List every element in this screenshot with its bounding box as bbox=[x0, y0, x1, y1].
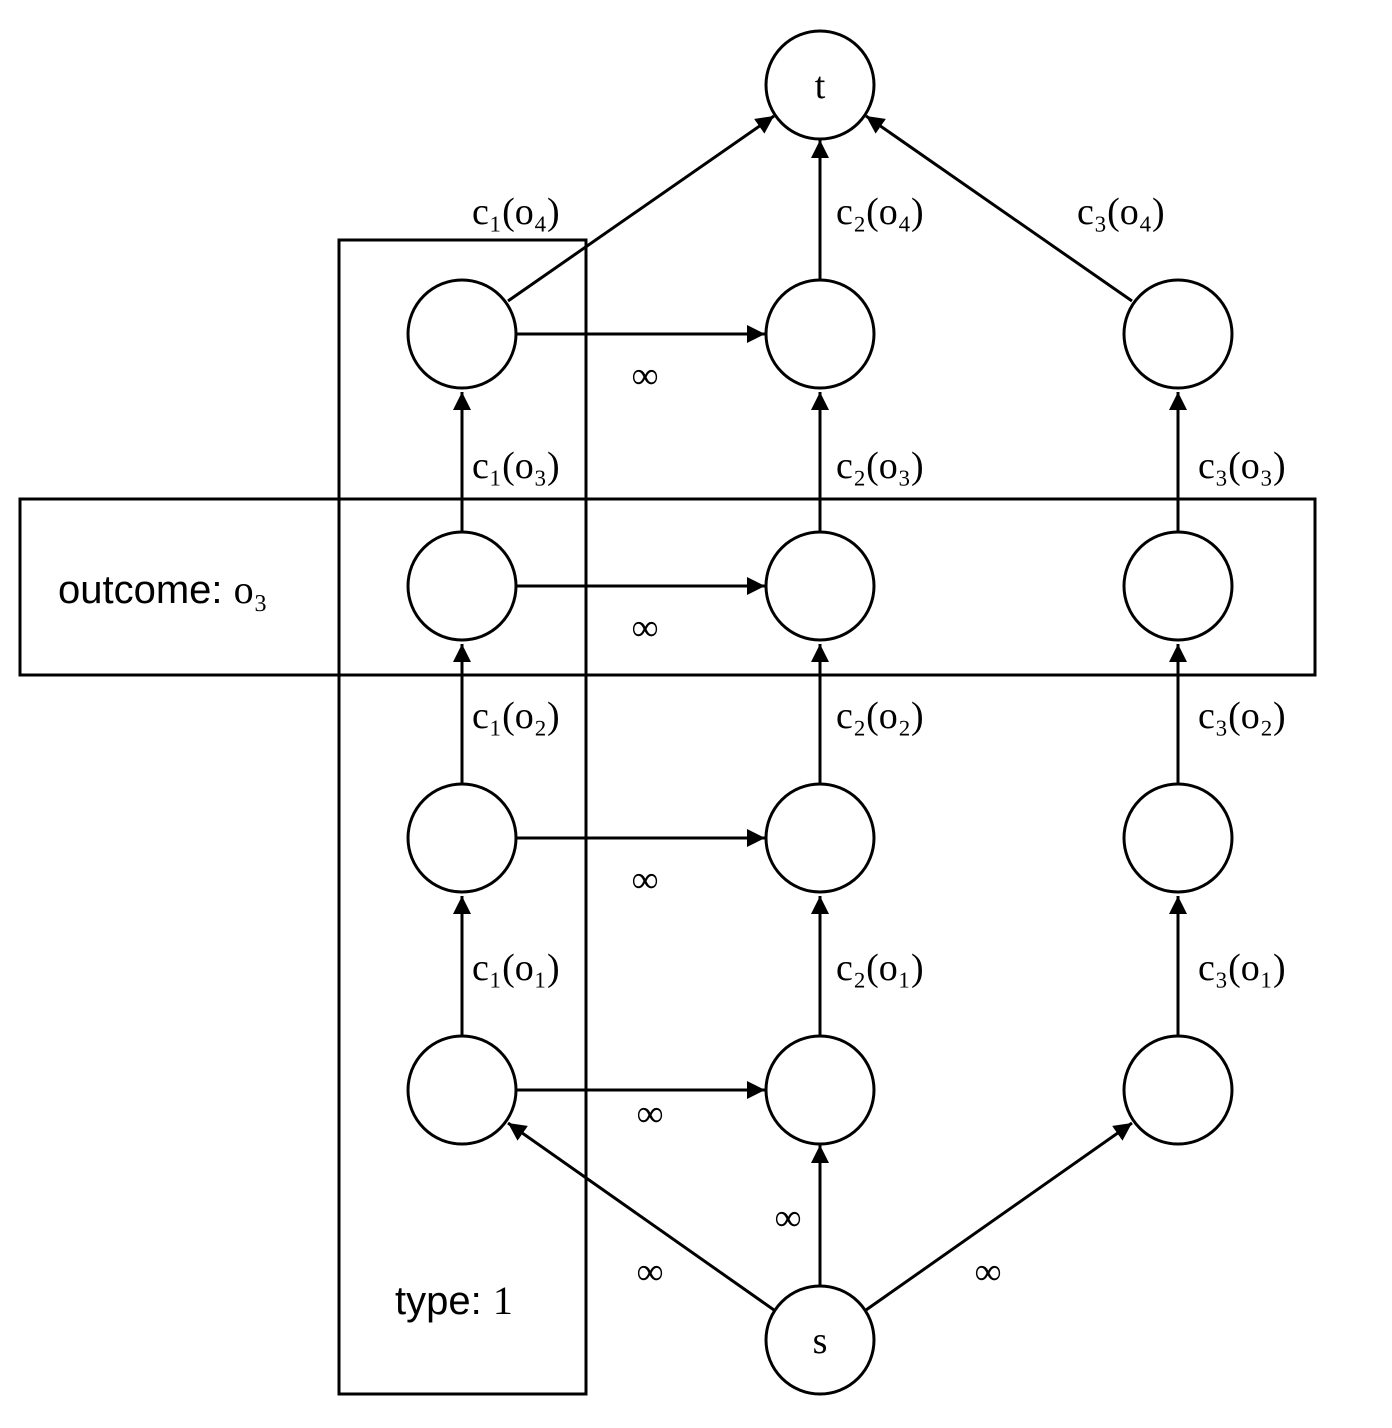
outcome-box-label: outcome: o₃ bbox=[58, 567, 268, 612]
edge-source-col3 bbox=[865, 1121, 1133, 1312]
infinity-label-source-col1: ∞ bbox=[636, 1251, 663, 1293]
edge-source-col1 bbox=[507, 1121, 775, 1312]
node-type1-o1 bbox=[406, 1034, 518, 1146]
edge-c3-o4 bbox=[865, 114, 1133, 303]
sink-label: t bbox=[815, 65, 826, 107]
type-1-box bbox=[337, 238, 588, 1396]
node-type3-o3 bbox=[1122, 530, 1234, 642]
type-box-prefix: type: bbox=[395, 1279, 493, 1323]
node-type3-o4 bbox=[1122, 278, 1234, 390]
infinity-label-row4: ∞ bbox=[631, 355, 658, 397]
capacity-label-c2o4: c₂(o₄) bbox=[836, 191, 924, 233]
capacity-label-c3o3: c₃(o₃) bbox=[1198, 445, 1286, 487]
source-node bbox=[764, 1284, 876, 1396]
capacity-label-c1o2: c₁(o₂) bbox=[472, 695, 560, 737]
infinity-label-row1: ∞ bbox=[636, 1093, 663, 1135]
capacity-label-c3o1: c₃(o₁) bbox=[1198, 947, 1286, 989]
capacity-label-c1o4: c₁(o₄) bbox=[472, 191, 560, 233]
outcome-box-value: o₃ bbox=[234, 567, 268, 612]
capacity-label-c3o2: c₃(o₂) bbox=[1198, 695, 1286, 737]
infinity-label-source-col2: ∞ bbox=[774, 1197, 801, 1239]
capacity-labels: c₁(o₄) c₂(o₄) c₃(o₄) c₁(o₃) c₂(o₃) c₃(o₃… bbox=[472, 191, 1286, 989]
capacity-label-c2o3: c₂(o₃) bbox=[836, 445, 924, 487]
sink-node bbox=[764, 29, 876, 141]
node-type2-o4 bbox=[764, 278, 876, 390]
type-box-label: type: 1 bbox=[395, 1278, 513, 1323]
node-type3-o2 bbox=[1122, 782, 1234, 894]
infinity-label-row2: ∞ bbox=[631, 859, 658, 901]
edge-c1-o4 bbox=[507, 114, 775, 303]
outcome-o3-box bbox=[18, 497, 1317, 677]
capacity-label-c2o2: c₂(o₂) bbox=[836, 695, 924, 737]
type-box-value: 1 bbox=[493, 1278, 513, 1323]
node-type2-o1 bbox=[764, 1034, 876, 1146]
capacity-label-c3o4: c₃(o₄) bbox=[1077, 191, 1165, 233]
capacity-label-c2o1: c₂(o₁) bbox=[836, 947, 924, 989]
node-type2-o3 bbox=[764, 530, 876, 642]
capacity-label-c1o3: c₁(o₃) bbox=[472, 445, 560, 487]
capacity-label-c1o1: c₁(o₁) bbox=[472, 947, 560, 989]
infinity-labels: ∞ ∞ ∞ ∞ ∞ ∞ ∞ bbox=[631, 355, 1001, 1293]
node-type1-o3 bbox=[406, 530, 518, 642]
source-label: s bbox=[813, 1320, 828, 1362]
infinity-label-row3: ∞ bbox=[631, 607, 658, 649]
node-type1-o4 bbox=[406, 278, 518, 390]
node-type2-o2 bbox=[764, 782, 876, 894]
nodes bbox=[406, 29, 1234, 1396]
node-type3-o1 bbox=[1122, 1034, 1234, 1146]
edges bbox=[453, 114, 1187, 1312]
node-type1-o2 bbox=[406, 782, 518, 894]
infinity-label-source-col3: ∞ bbox=[974, 1251, 1001, 1293]
outcome-box-prefix: outcome: bbox=[58, 568, 234, 612]
